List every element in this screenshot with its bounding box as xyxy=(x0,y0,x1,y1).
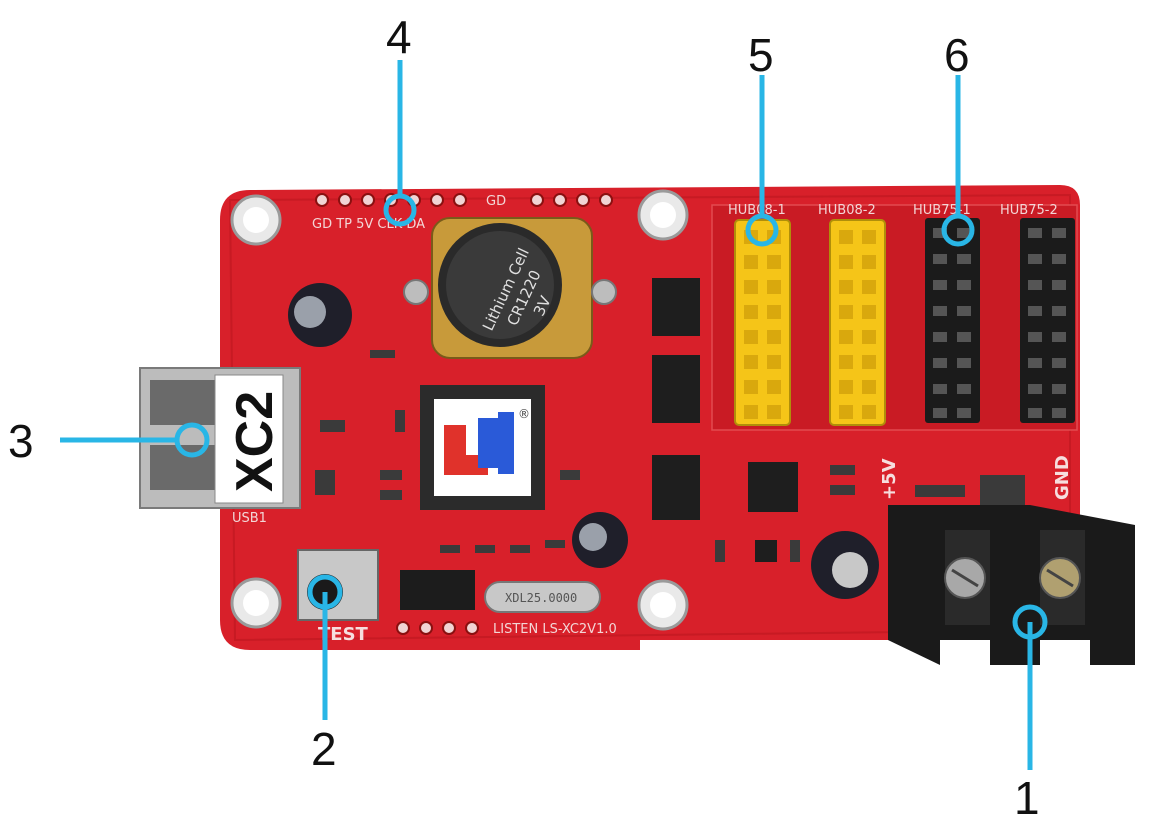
hub-label-4: HUB75-2 xyxy=(1000,203,1058,218)
model-silk: LISTEN LS-XC2V1.0 xyxy=(493,622,617,637)
smd-components xyxy=(315,350,1025,562)
test-silk: TEST xyxy=(318,624,369,645)
usb-silk: USB1 xyxy=(232,511,267,526)
power-terminal-block xyxy=(888,505,1135,665)
hub-label-2: HUB08-2 xyxy=(818,203,876,218)
power-gnd-silk: GND xyxy=(1052,455,1073,500)
callout-number-3: 3 xyxy=(8,415,34,467)
mounting-hole xyxy=(230,577,282,629)
callout-number-2: 2 xyxy=(311,723,337,775)
driver-ic xyxy=(652,355,700,423)
regulator xyxy=(400,570,475,610)
regulator-ic xyxy=(755,540,777,562)
crystal-label: XDL25.0000 xyxy=(505,591,577,605)
hub-label-1: HUB08-1 xyxy=(728,203,786,218)
gd-silk: GD xyxy=(486,194,506,209)
usb-model-label: XC2 xyxy=(226,391,284,492)
chip-logo-registered: ® xyxy=(518,407,530,421)
hub75-2-header xyxy=(1020,218,1075,423)
battery-holder: Lithium Cell CR1220 3V xyxy=(403,217,617,359)
driver-ic xyxy=(652,455,700,520)
callout-number-4: 4 xyxy=(386,11,412,63)
capacitor xyxy=(572,512,628,568)
usb-connector: XC2 xyxy=(139,367,301,509)
bottom-pin-header xyxy=(396,621,479,635)
callout-number-6: 6 xyxy=(944,29,970,81)
crystal: XDL25.0000 xyxy=(484,581,601,613)
hub08-1-header xyxy=(734,219,791,426)
mounting-hole xyxy=(637,579,689,631)
top-header-silk: GD TP 5V CLK DA xyxy=(312,217,425,232)
main-chip: ® xyxy=(420,385,545,510)
hub75-1-header xyxy=(925,218,980,423)
callout-number-5: 5 xyxy=(748,29,774,81)
callout-number-1: 1 xyxy=(1014,772,1040,824)
capacitor xyxy=(288,283,352,347)
capacitor xyxy=(811,531,879,599)
driver-ic xyxy=(652,278,700,336)
callout-markers xyxy=(60,60,1048,770)
mounting-hole xyxy=(230,194,282,246)
eeprom-ic xyxy=(748,462,798,512)
hub08-2-header xyxy=(829,219,886,426)
power-plus-silk: +5V xyxy=(879,458,900,500)
mounting-hole xyxy=(637,189,689,241)
